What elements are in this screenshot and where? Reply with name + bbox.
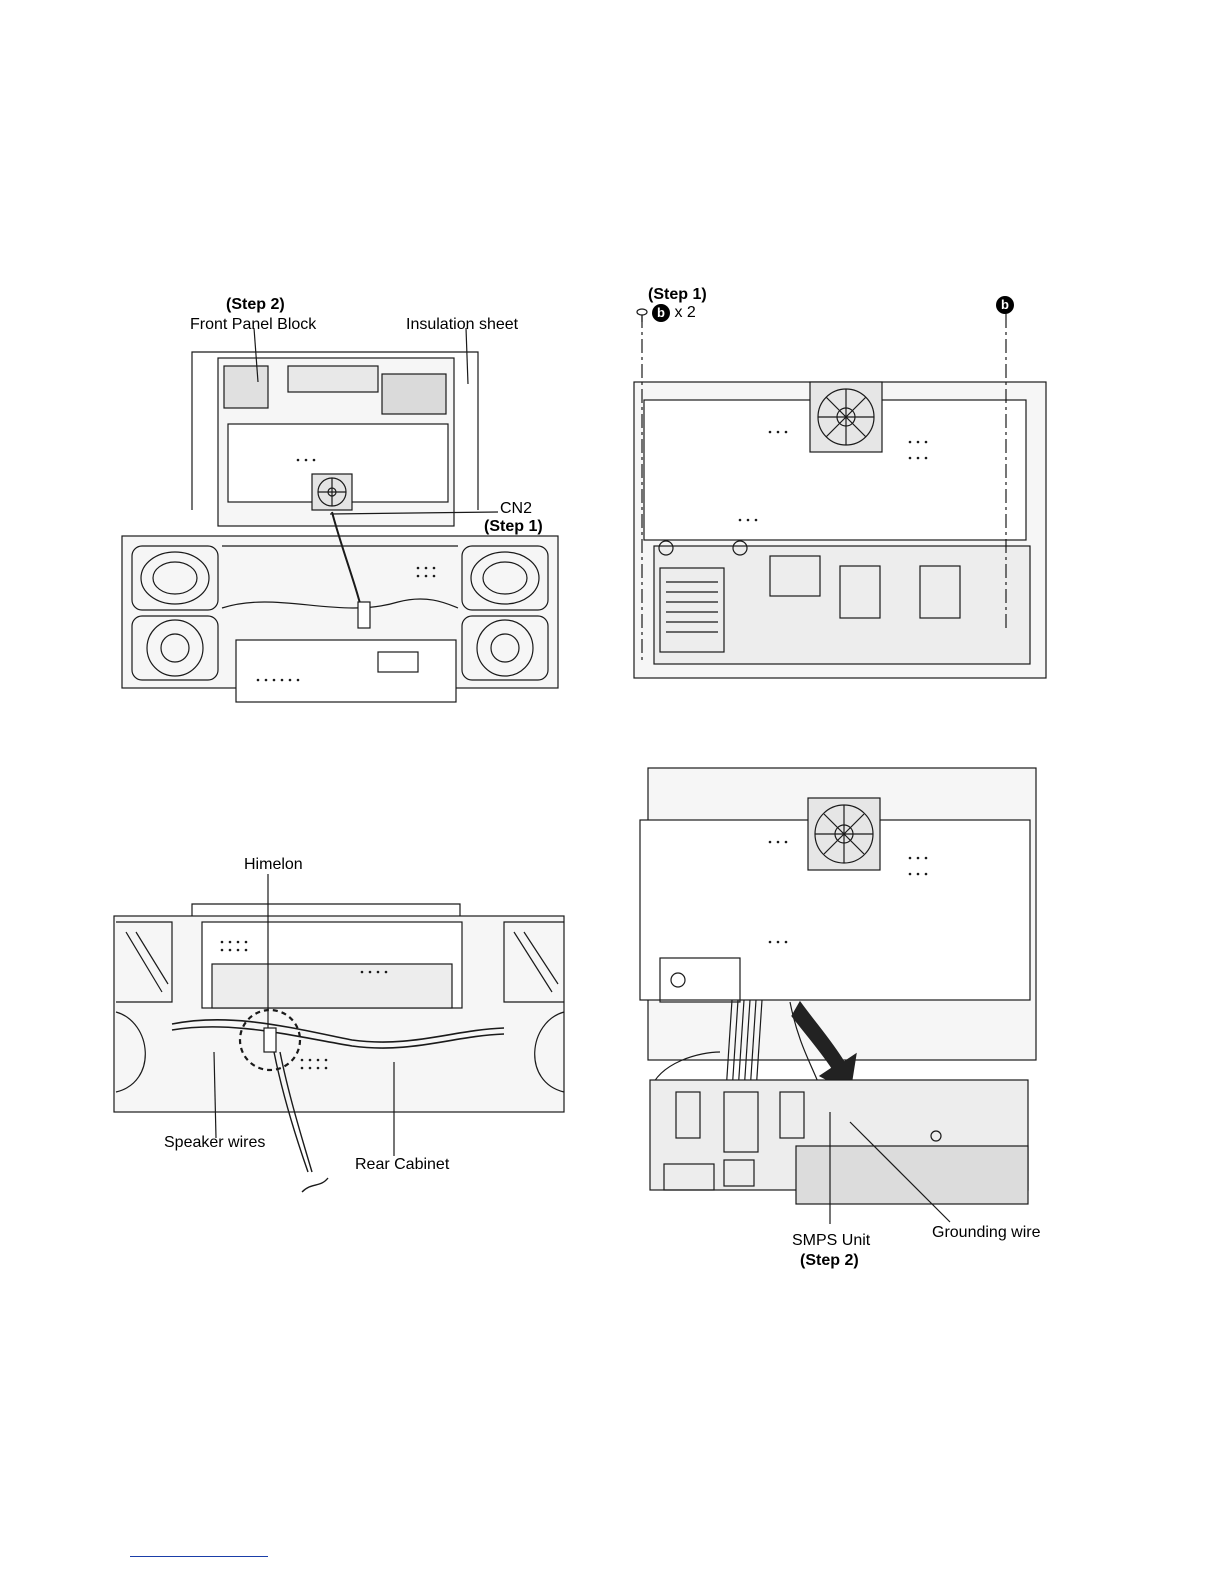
smps-unit-label: SMPS Unit [792, 1232, 870, 1250]
screw-removal-illustration [620, 282, 1060, 692]
grounding-wire-label: Grounding wire [932, 1224, 1041, 1242]
front-panel-illustration [118, 290, 563, 715]
footer-link-underline[interactable] [130, 1556, 268, 1557]
screw-icon [637, 309, 647, 322]
figure-screw-removal: (Step 1) b x 2 b [620, 282, 1060, 692]
cn2-label: CN2 [500, 500, 532, 518]
insulation-sheet-label: Insulation sheet [406, 316, 518, 334]
step2-label: (Step 2) [226, 296, 285, 314]
step1-label: (Step 1) [484, 518, 543, 536]
step1-label: (Step 1) [648, 286, 707, 304]
screw-b-right-icon: b [996, 296, 1014, 314]
lower-module [236, 640, 456, 702]
screw-count: x 2 [674, 304, 695, 321]
himelon-label: Himelon [244, 856, 303, 874]
himelon-clamp [264, 1028, 276, 1052]
rear-cabinet-label: Rear Cabinet [355, 1156, 449, 1174]
figure-front-panel-removal: (Step 2) Front Panel Block Insulation sh… [118, 290, 563, 715]
screw-count-label: b x 2 [652, 304, 696, 322]
smps-removal-illustration [620, 762, 1060, 1274]
front-panel-block-label: Front Panel Block [190, 316, 316, 334]
step2-label: (Step 2) [800, 1252, 859, 1270]
figure-wire-routing: Himelon Speaker wires Rear Cabinet [112, 852, 568, 1202]
screw-b-label-right: b [996, 296, 1014, 314]
screw-b-icon: b [652, 304, 670, 322]
speaker-wires-label: Speaker wires [164, 1134, 265, 1152]
figure-smps-removal: SMPS Unit (Step 2) Grounding wire [620, 762, 1060, 1274]
